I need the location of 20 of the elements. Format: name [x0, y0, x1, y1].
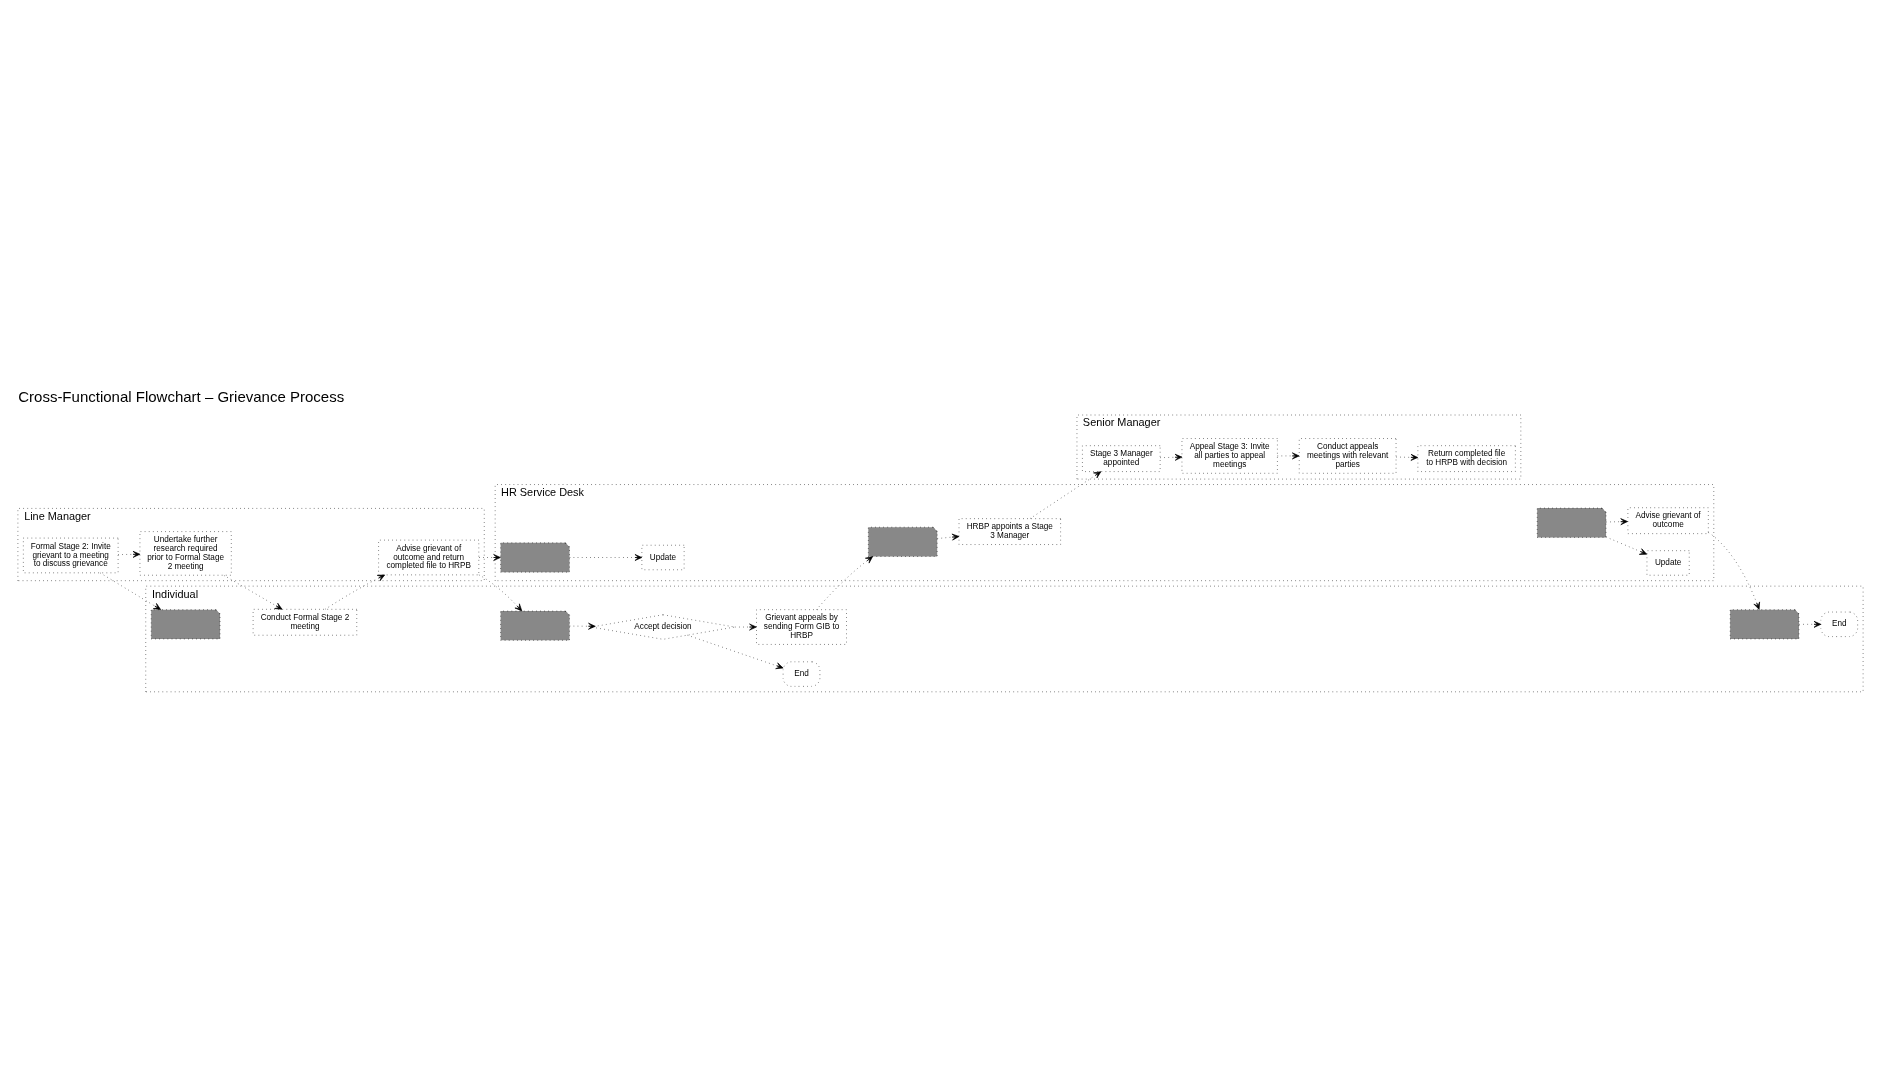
diagram-title: Cross-Functional Flowchart – Grievance Process	[18, 387, 345, 405]
arrow	[478, 553, 501, 561]
arrow	[223, 574, 283, 610]
arrow	[1029, 470, 1102, 519]
arrow	[1605, 536, 1648, 555]
arrow	[687, 634, 784, 669]
arrow	[1605, 517, 1628, 525]
arrow	[324, 574, 386, 610]
arrow	[1708, 531, 1760, 610]
arrow	[1277, 452, 1300, 459]
arrow	[117, 550, 141, 558]
arrow	[1159, 453, 1183, 461]
arrow	[937, 533, 960, 540]
arrow	[569, 622, 596, 630]
arrow	[100, 572, 161, 610]
arrow	[569, 553, 643, 561]
arrow	[1395, 453, 1419, 461]
arrow	[734, 623, 757, 630]
arrow	[478, 574, 523, 611]
arrow	[1798, 620, 1822, 628]
